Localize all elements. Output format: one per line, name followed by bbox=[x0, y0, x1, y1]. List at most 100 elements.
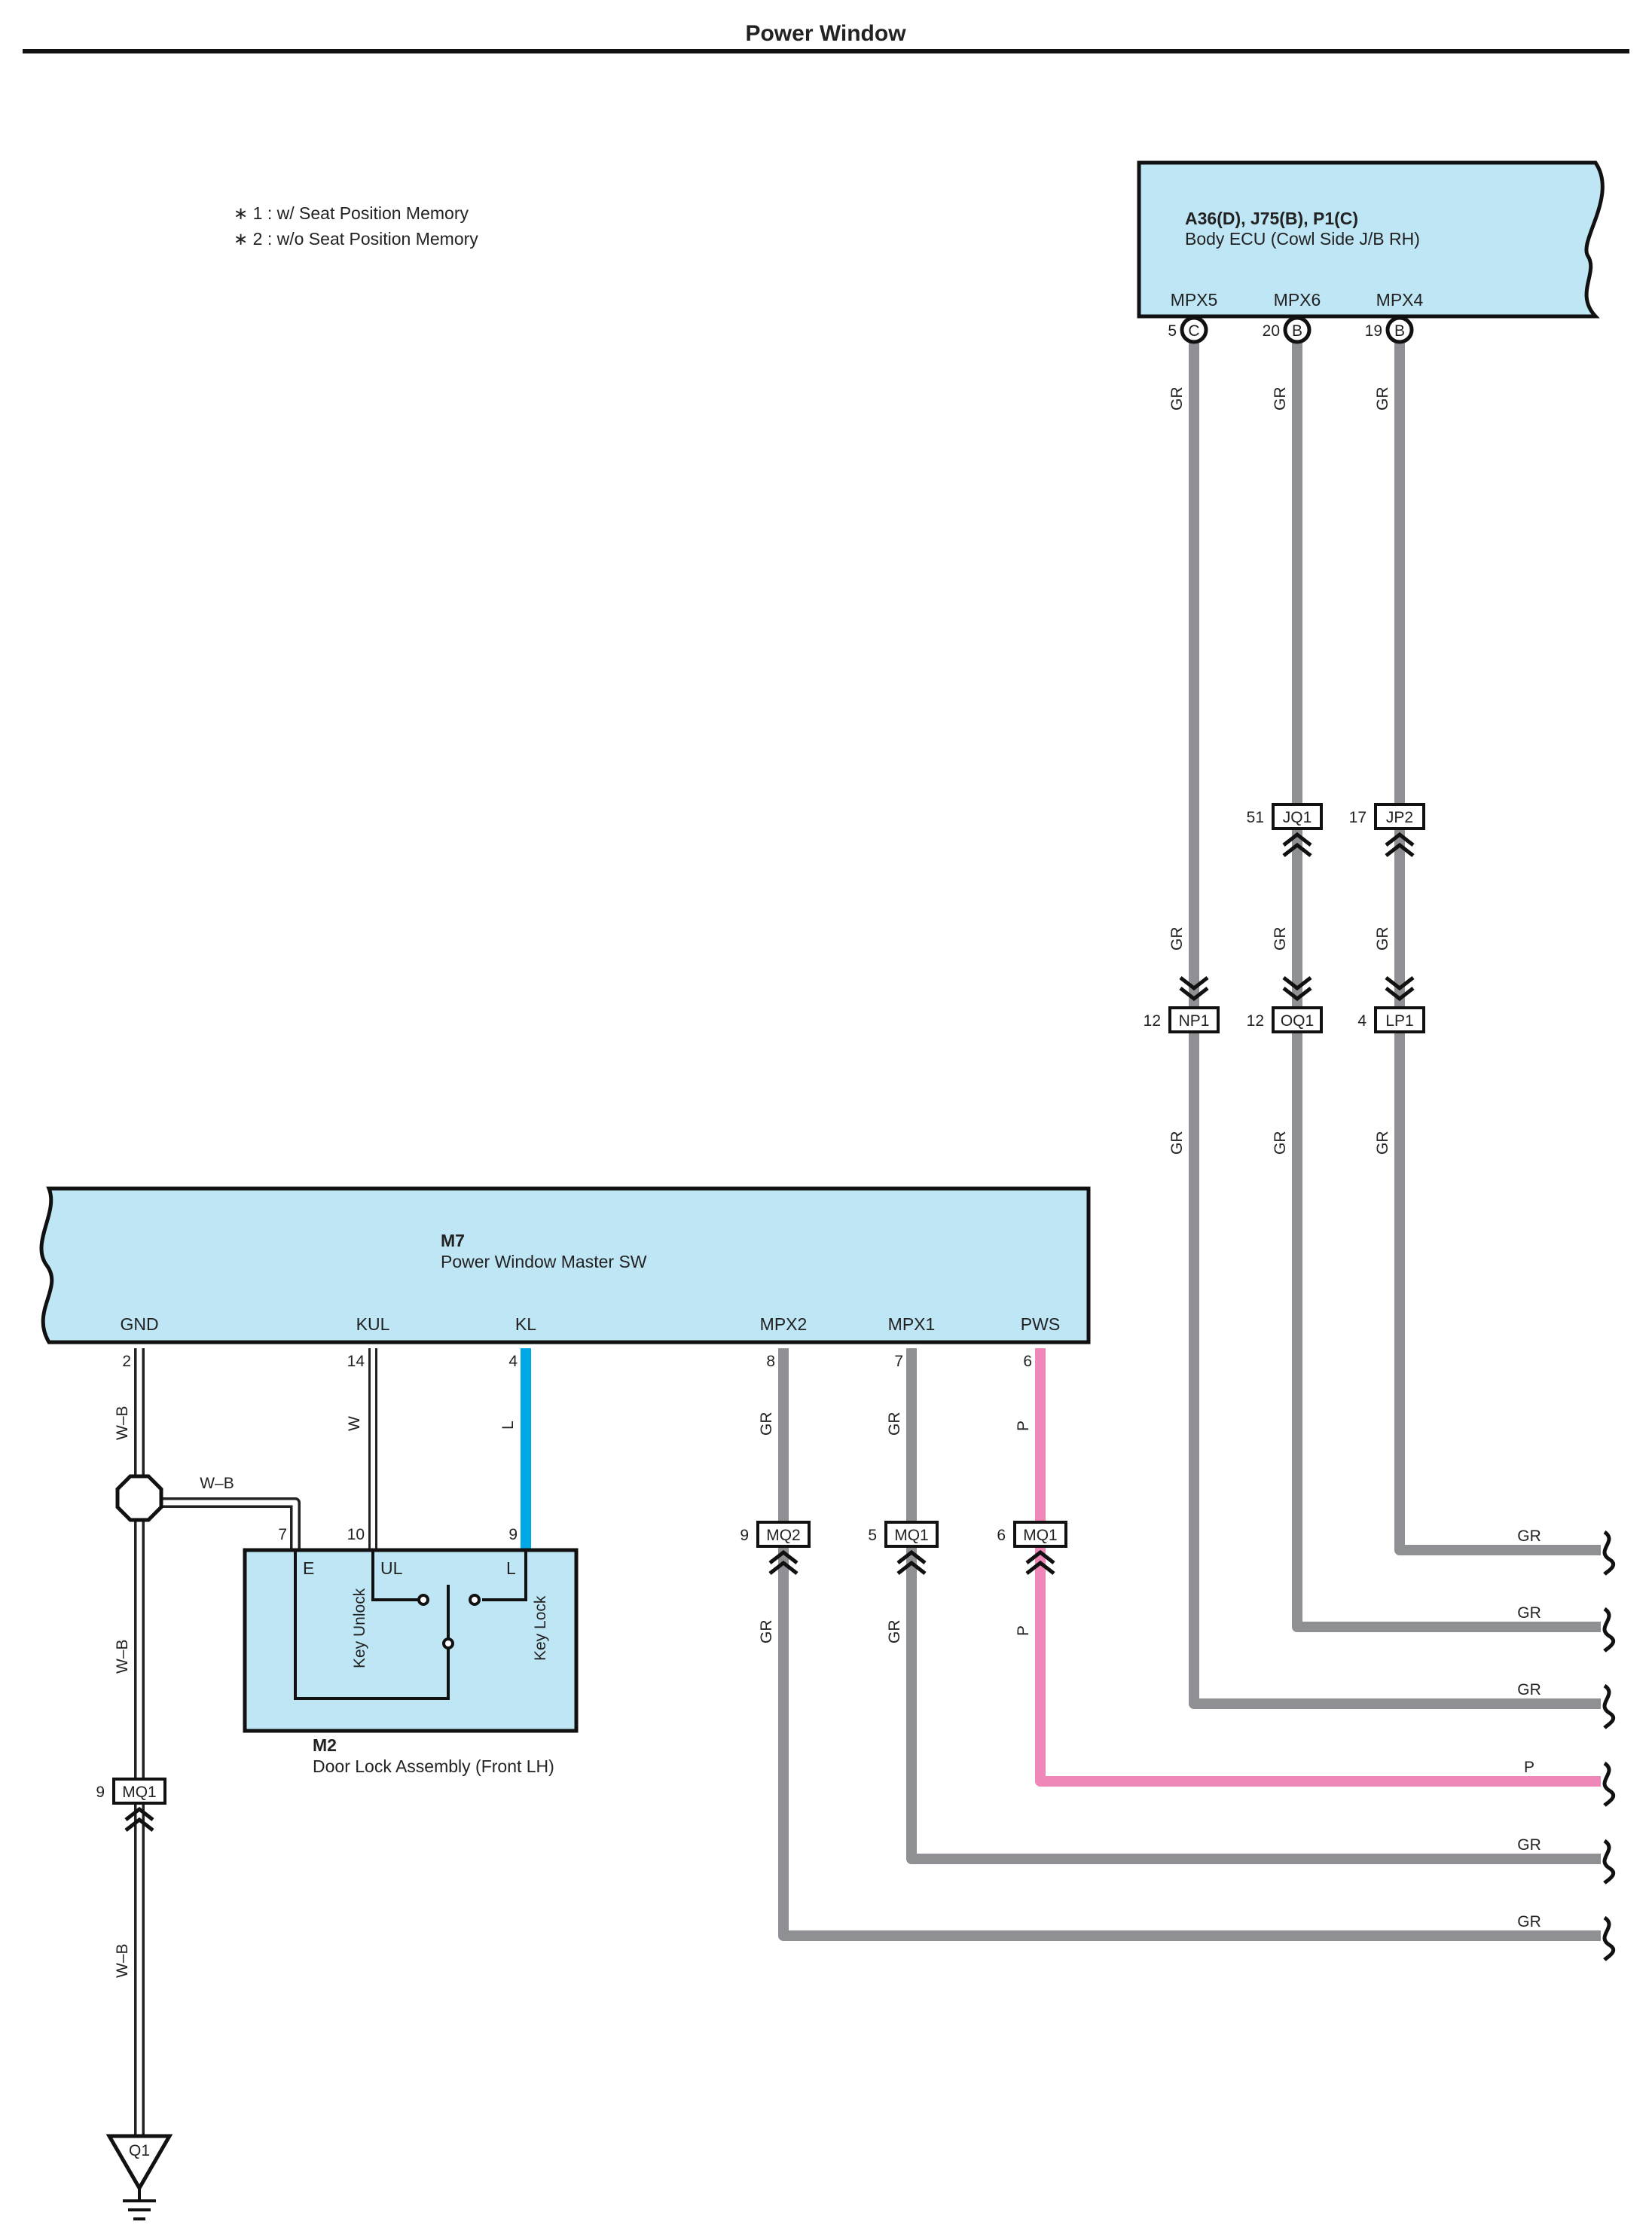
svg-text:GR: GR bbox=[1517, 1604, 1541, 1622]
master-sw-id: M7 bbox=[441, 1231, 465, 1250]
svg-text:GR: GR bbox=[758, 1620, 775, 1644]
door-lock-id: M2 bbox=[313, 1735, 337, 1755]
svg-text:GR: GR bbox=[1517, 1527, 1541, 1545]
wire-gr-mpx1 bbox=[906, 1348, 1601, 1864]
ground-splice-point bbox=[115, 1474, 163, 1522]
connector-mq2: MQ2 9 bbox=[740, 1521, 811, 1575]
svg-text:GR: GR bbox=[1517, 1913, 1541, 1930]
svg-text:GR: GR bbox=[1168, 387, 1186, 411]
svg-text:GR: GR bbox=[758, 1412, 775, 1436]
door-lock-pin-name: E bbox=[303, 1558, 314, 1578]
svg-text:GR: GR bbox=[1517, 1836, 1541, 1854]
svg-text:GR: GR bbox=[1272, 927, 1289, 951]
svg-text:W–B: W–B bbox=[200, 1475, 234, 1492]
ecu-pin-circle bbox=[1180, 316, 1208, 344]
wire-gr-mpx6 bbox=[1292, 339, 1601, 1632]
svg-text:JQ1: JQ1 bbox=[1283, 809, 1312, 826]
ground-symbol: Q1 bbox=[105, 2134, 173, 2220]
connector-mq1-gnd: MQ1 9 bbox=[96, 1778, 166, 1832]
master-sw-pin-name: MPX2 bbox=[760, 1314, 808, 1334]
master-sw-pin-name: MPX1 bbox=[888, 1314, 936, 1334]
key-lock-label: Key Lock bbox=[532, 1595, 549, 1661]
svg-text:2: 2 bbox=[122, 1353, 131, 1370]
wire-wb-door-lock bbox=[147, 1497, 301, 1550]
note-2: ∗ 2 : w/o Seat Position Memory bbox=[234, 229, 478, 249]
svg-text:GR: GR bbox=[1374, 387, 1391, 411]
page-title: Power Window bbox=[745, 21, 906, 46]
body-ecu-pin-name: MPX6 bbox=[1274, 290, 1321, 310]
svg-text:NP1: NP1 bbox=[1179, 1012, 1210, 1030]
door-lock-pin-name: L bbox=[506, 1558, 516, 1578]
door-lock-pin-num: 10 bbox=[347, 1526, 365, 1543]
master-sw-wires bbox=[134, 1348, 1601, 2147]
ecu-pin-num: 5 bbox=[1168, 322, 1177, 340]
master-sw-box: M7 Power Window Master SW GND KUL KL MPX… bbox=[39, 1186, 1091, 1344]
connector-jp2: JP2 17 bbox=[1349, 803, 1425, 857]
ecu-pin-circle bbox=[1283, 316, 1312, 344]
connector-jq1: JQ1 51 bbox=[1247, 803, 1323, 857]
svg-text:12: 12 bbox=[1247, 1012, 1264, 1030]
master-sw-pin-name: GND bbox=[120, 1314, 158, 1334]
master-sw-pin-name: PWS bbox=[1021, 1314, 1060, 1334]
wire-p-pws bbox=[1035, 1348, 1601, 1787]
ground-label: Q1 bbox=[129, 2142, 150, 2159]
ecu-pin-circles: C B B 5 20 19 bbox=[1168, 316, 1414, 344]
wire-color-labels: GR GR GR GR GR GR GR GR GR GR GR GR P GR… bbox=[114, 387, 1541, 1979]
svg-text:MQ1: MQ1 bbox=[122, 1784, 157, 1801]
svg-text:17: 17 bbox=[1349, 809, 1366, 826]
ecu-pin-conn: B bbox=[1292, 322, 1302, 340]
master-sw-name: Power Window Master SW bbox=[441, 1252, 647, 1271]
ecu-pin-conn: B bbox=[1394, 322, 1405, 340]
door-lock-pin-name: UL bbox=[380, 1558, 403, 1578]
svg-text:GR: GR bbox=[1517, 1681, 1541, 1698]
svg-text:P: P bbox=[1015, 1421, 1032, 1431]
body-ecu-name: Body ECU (Cowl Side J/B RH) bbox=[1185, 229, 1420, 249]
ecu-pin-num: 19 bbox=[1365, 322, 1382, 340]
door-lock-box: M2 Door Lock Assembly (Front LH) E UL L … bbox=[243, 1526, 579, 1776]
body-ecu-pin-name: MPX5 bbox=[1171, 290, 1218, 310]
svg-text:W: W bbox=[346, 1416, 363, 1431]
svg-text:51: 51 bbox=[1247, 809, 1264, 826]
wire-continuation-marks bbox=[1602, 1530, 1616, 1961]
connector-mq1-mpx1: MQ1 5 bbox=[868, 1521, 939, 1575]
door-lock-pin-num: 9 bbox=[508, 1526, 518, 1543]
svg-text:W–B: W–B bbox=[114, 1943, 131, 1978]
body-ecu-box: A36(D), J75(B), P1(C) Body ECU (Cowl Sid… bbox=[1137, 160, 1605, 319]
svg-text:GR: GR bbox=[1272, 387, 1289, 411]
svg-text:GR: GR bbox=[1168, 927, 1186, 951]
wire-gr-mpx5 bbox=[1189, 339, 1601, 1709]
svg-text:GR: GR bbox=[886, 1620, 903, 1644]
svg-text:4: 4 bbox=[508, 1353, 518, 1370]
svg-text:W–B: W–B bbox=[114, 1639, 131, 1674]
ecu-pin-num: 20 bbox=[1263, 322, 1280, 340]
svg-text:14: 14 bbox=[347, 1353, 365, 1370]
ecu-pin-circle bbox=[1385, 316, 1414, 344]
svg-text:12: 12 bbox=[1144, 1012, 1161, 1030]
master-sw-pin-name: KL bbox=[515, 1314, 536, 1334]
svg-text:GR: GR bbox=[1272, 1131, 1289, 1155]
wire-gr-mpx4 bbox=[1394, 339, 1601, 1555]
door-lock-pin-num: 7 bbox=[278, 1526, 287, 1543]
svg-text:L: L bbox=[499, 1421, 517, 1430]
svg-text:P: P bbox=[1524, 1759, 1534, 1776]
svg-text:9: 9 bbox=[96, 1784, 105, 1801]
door-lock-name: Door Lock Assembly (Front LH) bbox=[313, 1756, 554, 1776]
svg-text:OQ1: OQ1 bbox=[1281, 1012, 1314, 1030]
svg-text:MQ1: MQ1 bbox=[1023, 1527, 1058, 1544]
connector-oq1: OQ1 12 bbox=[1247, 976, 1323, 1033]
connector-lp1: LP1 4 bbox=[1357, 976, 1425, 1033]
connector-np1: NP1 12 bbox=[1144, 976, 1220, 1033]
svg-text:8: 8 bbox=[766, 1353, 775, 1370]
svg-text:GR: GR bbox=[1374, 1131, 1391, 1155]
svg-text:P: P bbox=[1015, 1625, 1032, 1636]
svg-text:9: 9 bbox=[740, 1527, 749, 1544]
svg-text:W–B: W–B bbox=[114, 1405, 131, 1440]
door-lock-switch bbox=[294, 1550, 527, 1700]
svg-text:GR: GR bbox=[886, 1412, 903, 1436]
master-sw-pin-name: KUL bbox=[356, 1314, 390, 1334]
key-unlock-label: Key Unlock bbox=[351, 1588, 368, 1668]
note-1: ∗ 1 : w/ Seat Position Memory bbox=[234, 203, 469, 223]
svg-text:4: 4 bbox=[1357, 1012, 1366, 1030]
svg-text:MQ1: MQ1 bbox=[894, 1527, 929, 1544]
